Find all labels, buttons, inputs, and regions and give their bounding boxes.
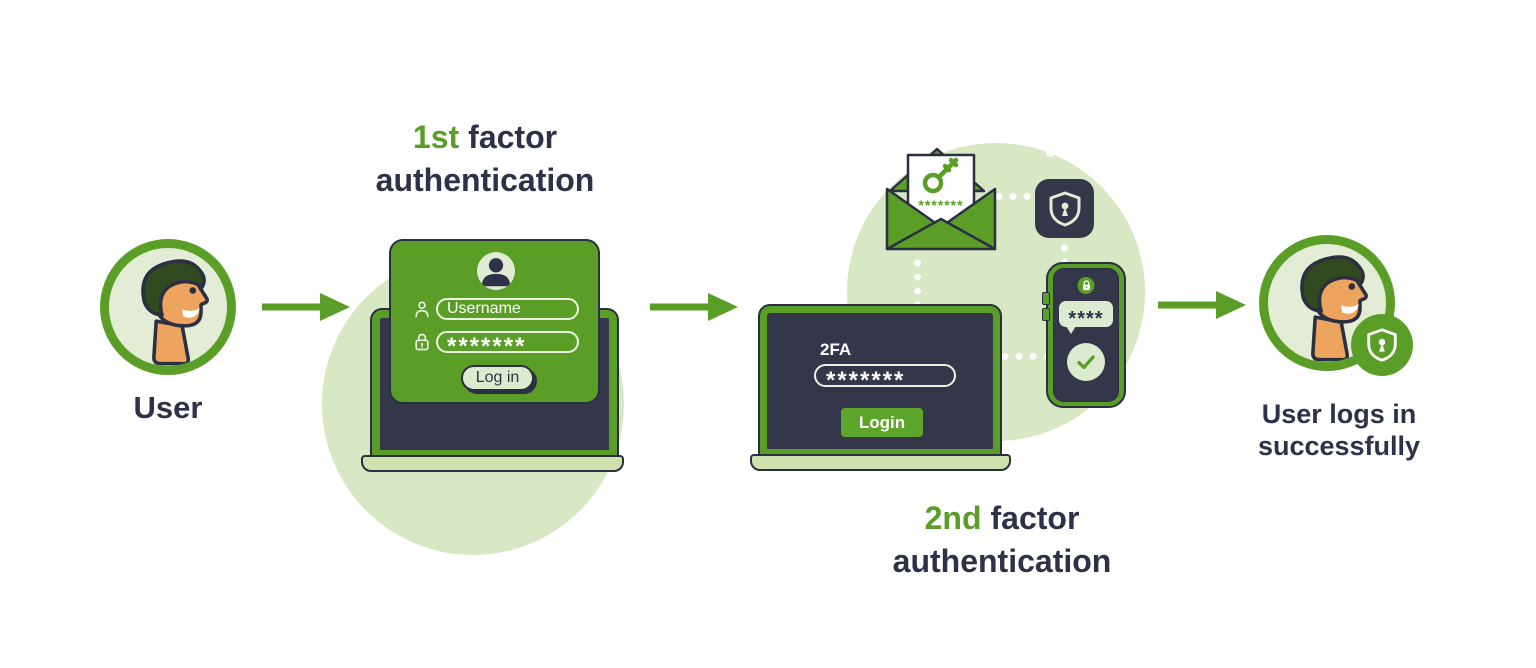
user-end-label-line1: User logs in (1261, 399, 1417, 429)
login-card: Username ******* Log in (389, 239, 600, 404)
phone-screen: **** (1053, 268, 1119, 402)
envelope-with-key-icon (885, 147, 997, 251)
email-code-mask: ******* (918, 197, 964, 213)
dotted-connector-email-to-laptop (913, 256, 922, 312)
checkmark-icon (1077, 355, 1095, 370)
laptop-base-step2 (750, 454, 1011, 471)
arrow-right-icon (262, 293, 350, 321)
password-input[interactable]: ******* (436, 331, 579, 360)
user-end-label: User logs in successfully (1228, 398, 1450, 462)
avatar-icon (477, 252, 515, 290)
sms-code-mask: **** (1068, 307, 1104, 330)
username-input[interactable]: Username (436, 298, 579, 320)
shield-keyhole-icon (1049, 191, 1080, 226)
lock-badge (1077, 277, 1095, 294)
step2-title-rest: factor (990, 500, 1080, 536)
person-outline-icon (415, 301, 429, 318)
email-code-illustration: ******* (884, 141, 998, 255)
phone-volume-button (1042, 292, 1050, 305)
phone-volume-button (1042, 308, 1050, 321)
step2-title-highlight: 2nd (924, 500, 982, 536)
padlock-outline-icon (415, 333, 429, 351)
person-silhouette-icon (481, 258, 511, 287)
user-start-label: User (133, 390, 203, 425)
sms-code-bubble: **** (1059, 301, 1113, 334)
2fa-field-label: 2FA (820, 340, 852, 359)
verified-indicator (1067, 343, 1105, 381)
password-mask: ******* (447, 333, 527, 360)
step1-title-rest: factor (468, 119, 558, 155)
person-face-icon (1300, 255, 1368, 362)
laptop-screen-step2: 2FA ******* Login (760, 306, 1000, 456)
decorative-dot (1046, 148, 1055, 157)
padlock-icon (1082, 280, 1090, 291)
login-button[interactable]: Login (841, 408, 923, 437)
authenticator-app-tile (1035, 179, 1094, 238)
person-face-icon (141, 259, 209, 366)
step2-title-line2: authentication (892, 543, 1112, 579)
dotted-connector-laptop-to-phone (998, 352, 1048, 361)
shield-keyhole-icon (1367, 328, 1397, 362)
dotted-connector-email-to-app (992, 192, 1038, 201)
arrow-right-icon (1158, 291, 1246, 319)
step1-title-highlight: 1st (412, 119, 460, 155)
2fa-code-input[interactable]: ******* (814, 364, 956, 394)
arrow-right-icon (650, 293, 738, 321)
step1-title-line2: authentication (375, 162, 595, 198)
username-placeholder: Username (447, 300, 521, 317)
2fa-form: 2FA ******* Login (767, 313, 993, 449)
log-in-button[interactable]: Log in (461, 365, 534, 391)
laptop-base-step1 (361, 455, 624, 472)
phone-illustration: **** (1042, 262, 1126, 408)
2fa-code-mask: ******* (826, 366, 906, 394)
security-badge (1351, 314, 1413, 376)
dotted-connector-app-to-phone (1060, 241, 1069, 265)
user-avatar (100, 239, 236, 375)
user-end-label-line2: successfully (1257, 431, 1421, 461)
